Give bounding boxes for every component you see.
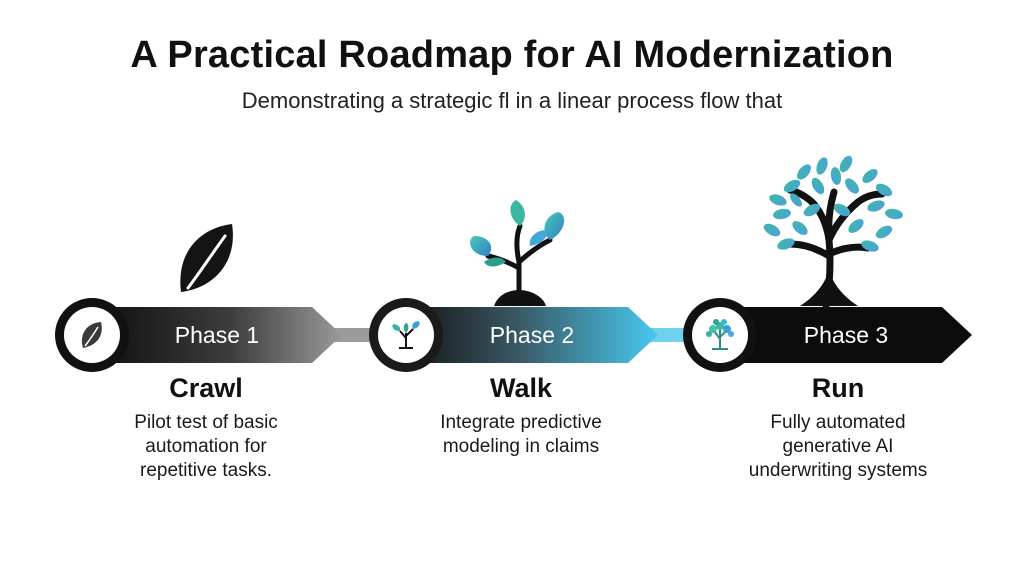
phase-2-arrow (406, 307, 658, 363)
description-line: Integrate predictive (440, 412, 602, 433)
description-line: automation for (145, 436, 267, 457)
description-line: modeling in claims (442, 436, 600, 457)
sprout-icon (392, 321, 420, 349)
phase-2-badge (369, 298, 443, 372)
stage-crawl-description: Pilot test of basic automation for repet… (86, 411, 326, 483)
page-subtitle: Demonstrating a strategic fl in a linear… (241, 88, 783, 113)
crawl-leaf-illustration (180, 224, 233, 292)
phase-3-badge (683, 298, 757, 372)
page-title: A Practical Roadmap for AI Modernization (130, 34, 894, 76)
stage-walk-description: Integrate predictive modeling in claims (401, 411, 641, 459)
description-line: repetitive tasks. (140, 460, 272, 481)
leaf-icon (81, 322, 102, 348)
phase-1-arrow (92, 307, 342, 363)
run-tree-illustration (763, 155, 903, 310)
phase-2-label: Phase 2 (489, 322, 575, 348)
description-line: generative AI (782, 436, 894, 457)
stage-crawl-name: Crawl (169, 373, 243, 403)
phase-1-badge (55, 298, 129, 372)
walk-sprout-illustration (470, 200, 565, 306)
description-line: Pilot test of basic (134, 412, 278, 433)
phase-1-label: Phase 1 (174, 322, 260, 348)
stage-run-description: Fully automated generative AI underwriti… (718, 411, 958, 483)
phase-3-arrow (720, 307, 972, 363)
description-line: underwriting systems (748, 460, 928, 481)
stage-walk-name: Walk (489, 373, 552, 403)
stage-run-name: Run (811, 373, 865, 403)
description-line: Fully automated (770, 412, 906, 433)
phase-3-label: Phase 3 (803, 322, 889, 348)
tree-icon (706, 319, 734, 350)
